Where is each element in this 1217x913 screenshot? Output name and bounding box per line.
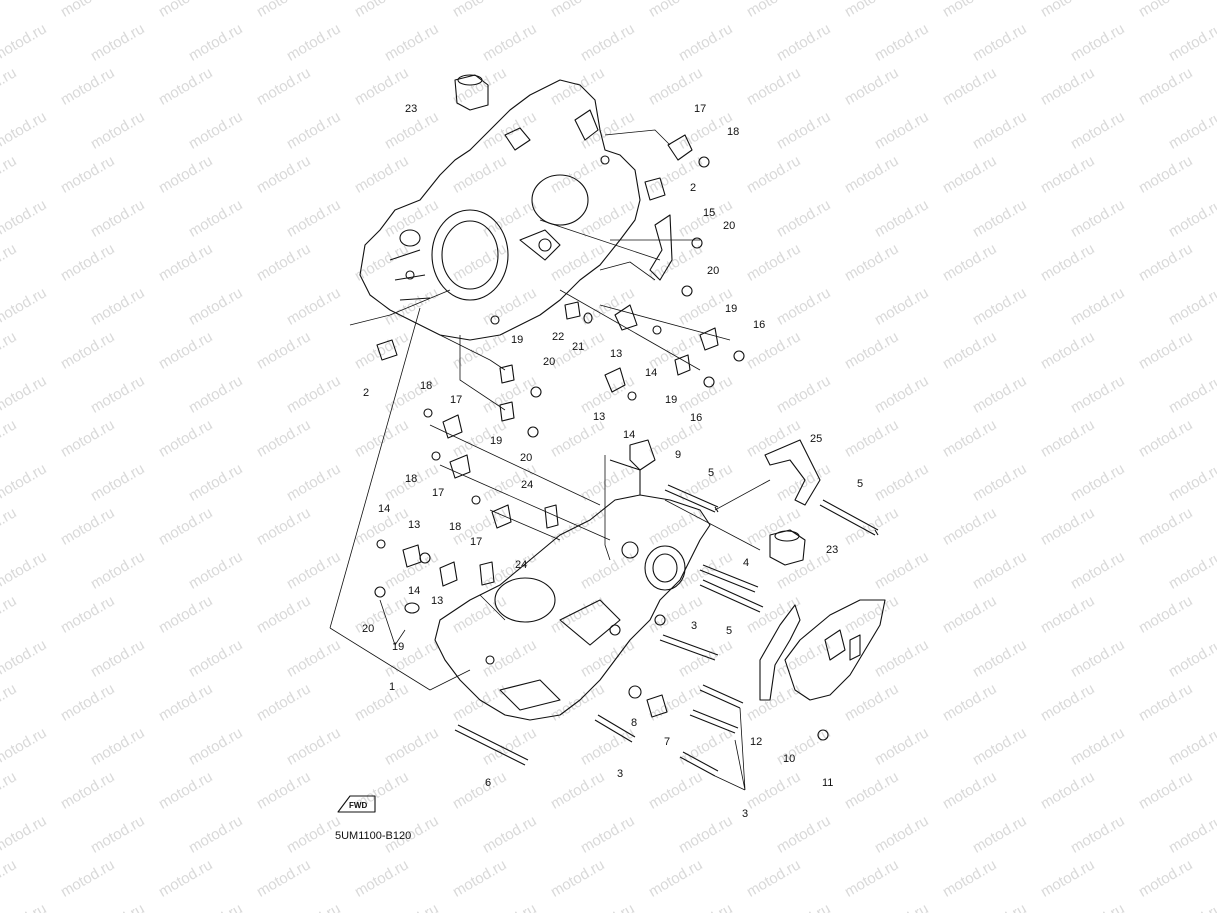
callout-11: 11: [822, 777, 833, 789]
callout-21: 21: [572, 341, 584, 353]
bracket-19-lower: [499, 401, 515, 422]
guide-plate: [764, 439, 821, 506]
callout-20-c: 20: [543, 356, 555, 368]
callout-13-a: 13: [610, 348, 622, 360]
callout-24-a: 24: [521, 479, 533, 491]
sprocket-cover: [784, 599, 886, 701]
callout-19-a: 19: [511, 334, 523, 346]
lower-crankcase-half: [434, 459, 711, 721]
callout-3-a: 3: [691, 620, 697, 632]
callout-8: 8: [631, 717, 637, 729]
callout-6: 6: [485, 777, 491, 789]
callout-18-a: 18: [420, 380, 432, 392]
callout-22: 22: [552, 331, 564, 343]
callout-23-right: 23: [826, 544, 838, 556]
callout-18-top: 18: [727, 126, 739, 138]
callout-14-a: 14: [645, 367, 657, 379]
callout-12: 12: [750, 736, 762, 748]
callout-20-e: 20: [362, 623, 374, 635]
diagram-code: 5UM1100-B120: [335, 830, 412, 842]
sprocket-cover-slots: [824, 629, 861, 661]
callout-2-upper: 2: [690, 182, 696, 194]
pin-24-lower: [479, 561, 495, 586]
callout-17-top: 17: [694, 103, 706, 115]
callout-14-d: 14: [408, 585, 420, 597]
bracket-19-mid: [674, 354, 691, 376]
callout-14-c: 14: [378, 503, 390, 515]
callout-17-a: 17: [450, 394, 462, 406]
callout-1: 1: [389, 681, 395, 693]
bracket-19-left: [499, 364, 515, 384]
callout-25: 25: [810, 433, 822, 445]
callout-7: 7: [664, 736, 670, 748]
callout-20-d: 20: [520, 452, 532, 464]
pin-24-upper: [544, 504, 559, 529]
bracket-9: [629, 439, 656, 471]
bushing-top: [454, 74, 489, 111]
bracket-17-b: [449, 454, 471, 479]
callout-15: 15: [703, 207, 715, 219]
callout-19-c: 19: [490, 435, 502, 447]
callout-9: 9: [675, 449, 681, 461]
bracket-13-lower-b: [439, 561, 458, 587]
dowel-pin-lower: [376, 339, 398, 361]
callout-5-c: 5: [726, 625, 732, 637]
callout-13-d: 13: [431, 595, 443, 607]
bushing-right: [769, 529, 806, 566]
leader-lines: [329, 129, 771, 791]
callout-20-b: 20: [707, 265, 719, 277]
callout-19-d: 19: [392, 641, 404, 653]
callout-13-b: 13: [593, 411, 605, 423]
callout-4: 4: [743, 557, 749, 569]
dowel-pin-upper: [644, 177, 666, 201]
callout-24-b: 24: [515, 559, 527, 571]
callout-16-b: 16: [690, 412, 702, 424]
callout-16-a: 16: [753, 319, 765, 331]
bracket-13-lower-a: [402, 544, 422, 568]
callout-23-top: 23: [405, 103, 417, 115]
bracket-15: [649, 214, 673, 281]
callout-19-right: 19: [725, 303, 737, 315]
callout-10: 10: [783, 753, 795, 765]
callout-19-b: 19: [665, 394, 677, 406]
callout-17-b: 17: [432, 487, 444, 499]
bracket-17-upper: [667, 134, 693, 161]
chain-guide: [759, 604, 801, 701]
bracket-17-c: [491, 504, 512, 529]
bolts: [374, 156, 879, 777]
callout-18-b: 18: [405, 473, 417, 485]
callout-5-a: 5: [708, 467, 714, 479]
callout-18-c: 18: [449, 521, 461, 533]
callout-5-b: 5: [857, 478, 863, 490]
callout-3-b: 3: [617, 768, 623, 780]
callout-17-c: 17: [470, 536, 482, 548]
bracket-19-right: [699, 327, 719, 351]
callout-13-c: 13: [408, 519, 420, 531]
callout-14-b: 14: [623, 429, 635, 441]
bracket-17-a: [442, 414, 463, 439]
callout-2-lower: 2: [363, 387, 369, 399]
callout-3-c: 3: [742, 808, 748, 820]
callout-20-a: 20: [723, 220, 735, 232]
bracket-13-mid: [604, 367, 626, 393]
fwd-arrow-icon: [337, 795, 376, 813]
bracket-13-upper: [614, 304, 638, 331]
fwd-label: FWD: [349, 801, 367, 810]
callout-labels: 23 17 18 2 15 20 20 19 16 22 21 13 19 20…: [349, 103, 863, 820]
upper-crankcase-half: [359, 79, 641, 341]
